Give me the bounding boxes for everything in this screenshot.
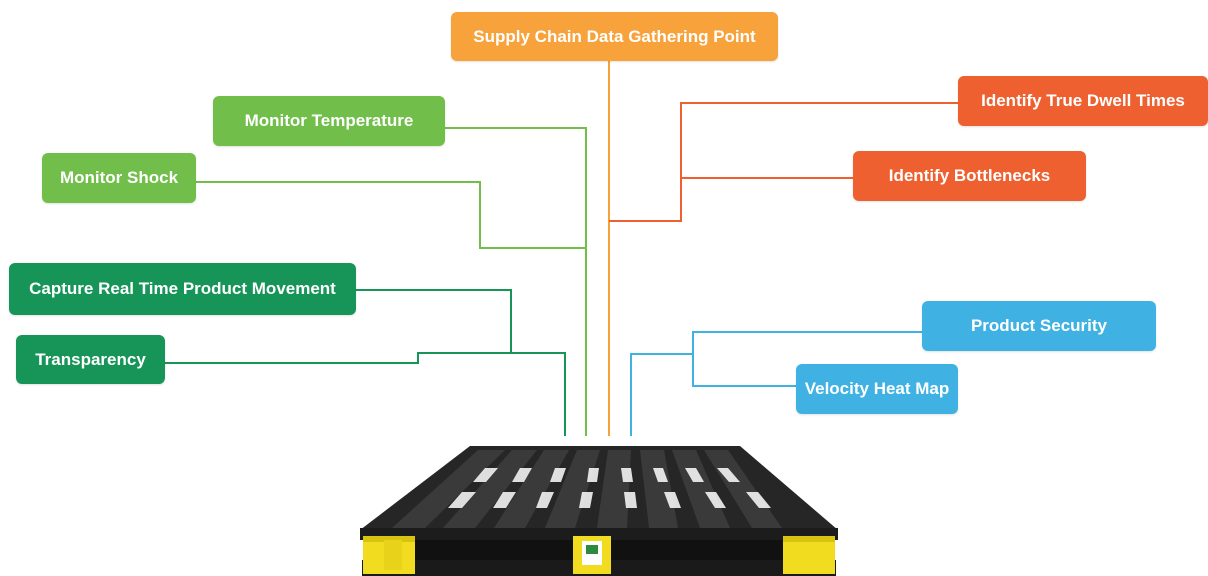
identify-true-dwell-times-box: Identify True Dwell Times [958, 76, 1208, 126]
monitor-shock-label: Monitor Shock [59, 168, 179, 187]
pallet-front-rail [360, 528, 838, 540]
top-label: Supply Chain Data Gathering Point [473, 26, 756, 46]
line-monitor-temperature [445, 127, 587, 436]
line-product-security [692, 331, 924, 387]
monitor-shock-box: Monitor Shock [42, 153, 196, 203]
transparency-label: Transparency [35, 349, 146, 369]
velocity-heat-map-box: Velocity Heat Map [796, 364, 958, 414]
supply-chain-data-gathering-point-box: Supply Chain Data Gathering Point [451, 12, 778, 61]
bottlenecks-label: Identify Bottlenecks [888, 166, 1051, 185]
product-security-box: Product Security [922, 301, 1156, 351]
monitor-temperature-label: Monitor Temperature [244, 111, 414, 130]
pallet-gaps [448, 468, 771, 508]
product-security-label: Product Security [970, 316, 1108, 335]
line-transparency [165, 352, 511, 364]
capture-movement-label: Capture Real Time Product Movement [29, 279, 336, 298]
line-monitor-shock [196, 181, 586, 249]
monitor-temperature-box: Monitor Temperature [213, 96, 445, 146]
capture-real-time-product-movement-box: Capture Real Time Product Movement [9, 263, 356, 315]
transparency-box: Transparency [16, 335, 165, 384]
velocity-heat-map-label: Velocity Heat Map [804, 379, 950, 398]
pallet-logo-mark [586, 545, 598, 554]
line-velocity-heat-map [630, 353, 693, 436]
dwell-times-label: Identify True Dwell Times [981, 91, 1185, 110]
line-dwell-times [609, 102, 960, 222]
identify-bottlenecks-box: Identify Bottlenecks [853, 151, 1086, 201]
pallet-blocks [363, 536, 835, 574]
